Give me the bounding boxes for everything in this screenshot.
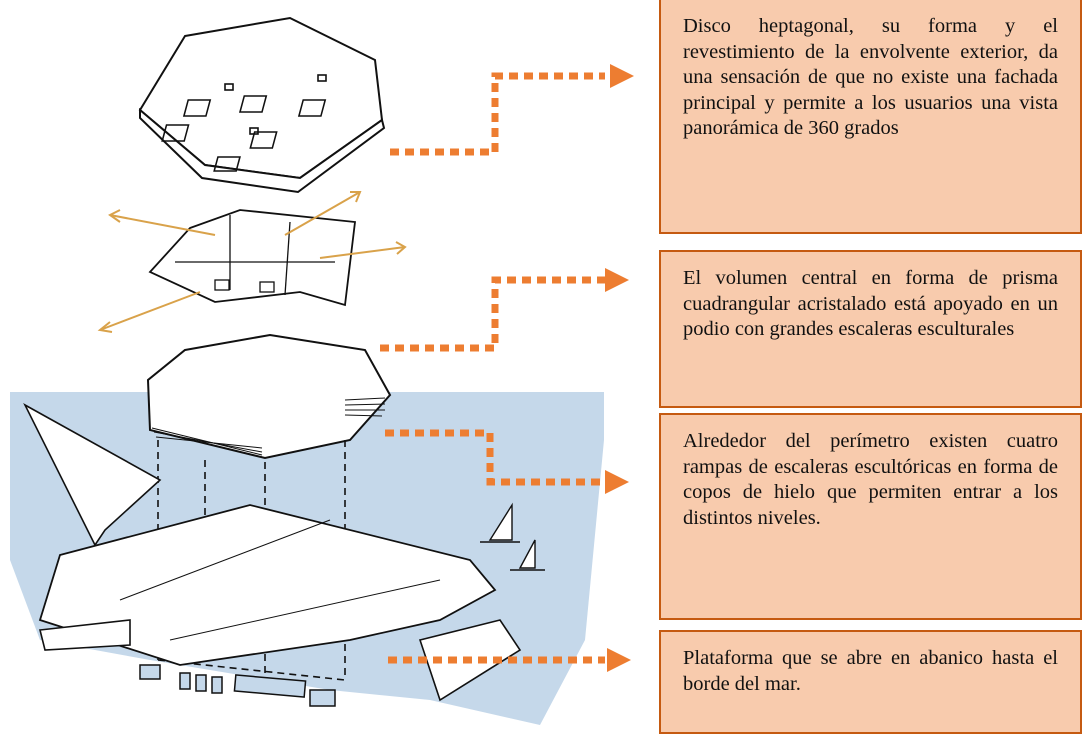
sailboats — [480, 502, 545, 571]
architectural-sketch — [10, 16, 604, 725]
note-central-volume: El volumen central en forma de prisma cu… — [659, 250, 1082, 408]
bottom-blocks — [139, 664, 336, 707]
note-heptagonal-disc: Disco heptagonal, su forma y el revestim… — [659, 0, 1082, 234]
callout-arrow-3 — [385, 429, 605, 486]
view-direction-arrows — [97, 191, 407, 333]
arrowhead-1 — [610, 64, 634, 88]
heptagonal-disc — [138, 16, 386, 194]
arrowhead-3 — [605, 470, 629, 494]
callout-arrows — [380, 64, 634, 672]
central-volume — [146, 333, 392, 460]
callout-arrow-1 — [390, 72, 605, 156]
note-platform: Plataforma que se abre en abanico hasta … — [659, 630, 1082, 734]
podium-platform — [38, 504, 497, 666]
callout-arrow-2 — [380, 276, 605, 352]
floor-plate — [148, 209, 357, 307]
arrowhead-4 — [607, 648, 631, 672]
note-perimeter-stairs: Alrededor del perímetro existen cuatro r… — [659, 413, 1082, 620]
arrowhead-2 — [605, 268, 629, 292]
